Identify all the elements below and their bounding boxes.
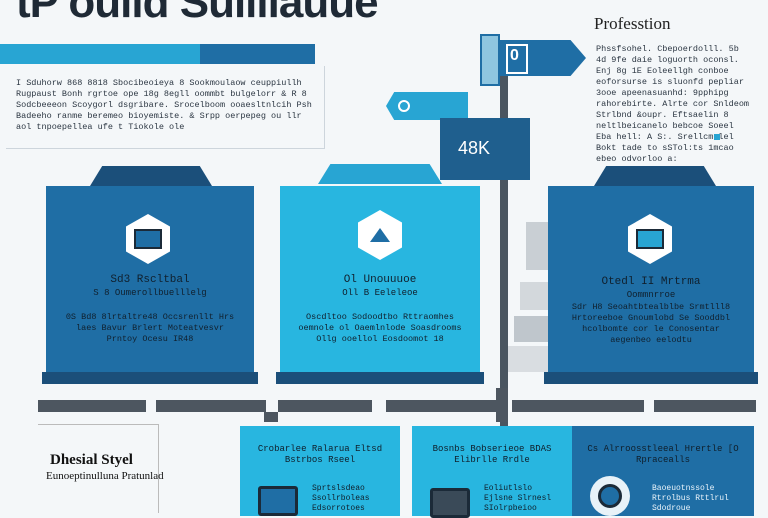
- stat-value: 48K: [458, 138, 491, 158]
- laptop-icon: [126, 214, 170, 264]
- panel-roof: [594, 166, 716, 186]
- bottom-subtitle: Eunoeptinulluna Pratunlad: [46, 470, 164, 482]
- panel-subtitle: Oommnrroe: [626, 290, 676, 300]
- panel-subtitle: Oll B Eeleleoe: [342, 288, 418, 298]
- panel-body: Sdr H8 Seoahtbtealblbe Srmtlll8 Hrtoreeb…: [571, 302, 731, 345]
- card-title: Crobarlee Ralarua Eltsd Bstrbos Rseel: [257, 444, 383, 465]
- timeline-segment: [156, 400, 266, 412]
- panel-base: [544, 372, 758, 384]
- card-body: Eoliutlslo Ejlsne Slrnesl SIolrpbeioo: [484, 484, 552, 513]
- panel-title: Otedl II Mrtrma: [601, 276, 701, 288]
- sign-bracket: [480, 34, 500, 86]
- professional-title: Professtion: [594, 14, 671, 33]
- intro-text: I Sduhorw 868 8818 Sbocibeoieya 8 Sookmo…: [16, 78, 312, 132]
- eye-icon: [590, 476, 630, 516]
- panel-body: Oscdltoo Sodoodtbo Rttraomhes oemnole ol…: [298, 312, 462, 344]
- panel-right: Otedl II Mrtrma Oommnrroe Sdr H8 Seoahtb…: [548, 186, 754, 372]
- sign-arrow-right: [500, 40, 586, 76]
- panel-body: 0S Bd8 8lrtaltre48 Occsrenllt Hrs laes B…: [65, 312, 235, 344]
- sign-value-frame: [506, 44, 528, 74]
- panel-base: [276, 372, 484, 384]
- panel-subtitle: S 8 Oumerollbuelllelg: [93, 288, 207, 298]
- card: Cs Alrroosstleeal Hrertle [O Rpracealls …: [572, 426, 754, 516]
- timeline-segment: [38, 400, 146, 412]
- timeline-segment: [386, 400, 502, 412]
- timeline-segment: [512, 400, 644, 412]
- header-bar-accent: [0, 44, 200, 64]
- sign-value: 0: [510, 47, 519, 64]
- intro-frame: [6, 66, 325, 149]
- card: Bosnbs Bobserieoe BDAS Elibrlle Rrdle Eo…: [412, 426, 572, 518]
- printer-icon: [430, 488, 470, 518]
- professional-text: Phssfsohel. Cbepoerdolll. 5b 4d 9fe daie…: [596, 44, 750, 164]
- decor-block: [508, 346, 548, 372]
- panel-roof: [318, 164, 442, 184]
- panel-base: [42, 372, 258, 384]
- card: Crobarlee Ralarua Eltsd Bstrbos Rseel Sp…: [240, 426, 400, 516]
- stat-box: [440, 118, 530, 180]
- card-body: Baoeuotnssole Rtrolbus Rttlrul Sdodroue: [652, 484, 729, 513]
- panel-left: Sd3 Rscltbal S 8 Oumerollbuelllelg 0S Bd…: [46, 186, 254, 372]
- timeline-connector: [264, 412, 278, 422]
- panel-title: Sd3 Rscltbal: [110, 274, 190, 286]
- bottom-frame: [38, 424, 159, 513]
- signpost-pole: [500, 40, 508, 460]
- card-title: Cs Alrroosstleeal Hrertle [O Rpracealls: [587, 444, 739, 465]
- monitor-icon: [628, 214, 672, 264]
- decor-block: [514, 316, 548, 342]
- panel-roof: [90, 166, 212, 186]
- decor-stripe: [526, 222, 548, 270]
- target-icon: [398, 100, 410, 112]
- bullet-icon: [714, 134, 720, 140]
- upload-icon: [358, 210, 402, 260]
- timeline-segment: [654, 400, 756, 412]
- panel-title: Ol Unouuuoe: [343, 274, 417, 286]
- decor-block: [520, 282, 548, 310]
- card-body: Sprtslsdeao Ssollrboleas Edsorrotoes: [312, 484, 370, 513]
- panel-center: Ol Unouuuoe Oll B Eeleleoe Oscdltoo Sodo…: [280, 186, 480, 372]
- timeline-connector: [496, 388, 508, 422]
- bottom-title: Dhesial Styel: [50, 452, 133, 468]
- card-title: Bosnbs Bobserieoe BDAS Elibrlle Rrdle: [432, 444, 552, 465]
- page-title: tP oulld Sullllauue: [16, 0, 379, 27]
- timeline-segment: [278, 400, 372, 412]
